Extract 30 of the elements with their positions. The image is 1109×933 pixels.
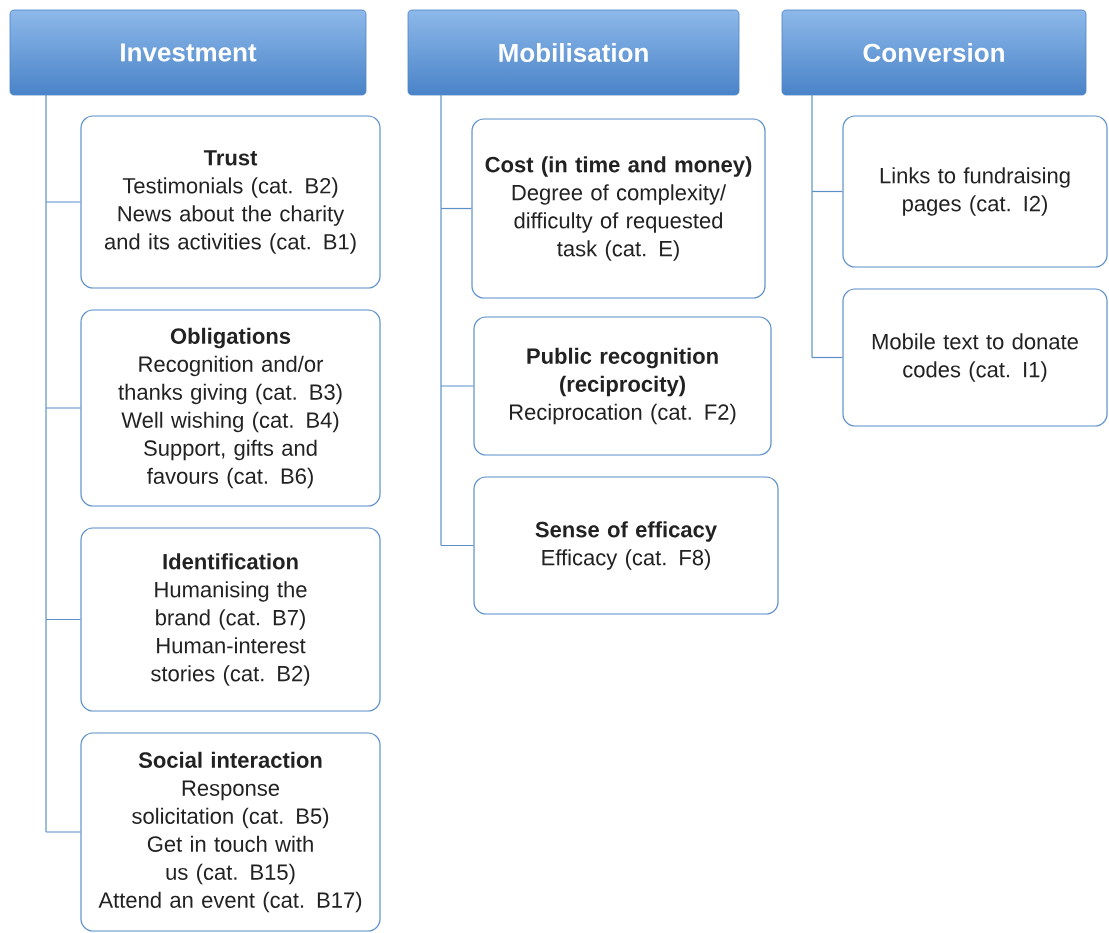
connector-line — [45, 407, 81, 409]
connector-line — [45, 831, 81, 833]
category-header: Mobilisation — [407, 9, 740, 96]
factor-box: Cost (in time and money) Degree of complexity/ difficulty of requested task (cat. E) — [471, 118, 766, 299]
connector-line — [440, 544, 474, 547]
factor-box: Public recognition (reciprocity) Reciprocation (cat. F2) — [473, 316, 772, 456]
connector-trunk — [45, 618, 47, 833]
connector-trunk — [45, 201, 47, 409]
connector-trunk — [45, 407, 47, 621]
connector-trunk — [440, 207, 442, 387]
connector-line — [440, 207, 472, 210]
connector-trunk — [811, 190, 813, 359]
connector-trunk — [811, 94, 813, 193]
factor-box: Mobile text to donate codes (cat. I1) — [842, 288, 1108, 427]
connector-line — [811, 356, 843, 359]
connector-line — [440, 385, 475, 387]
factor-box: Trust Testimonials (cat. B2) News about the charity and its activities (cat. B1) — [80, 115, 381, 289]
factor-box: Sense of efficacy Efficacy (cat. F8) — [473, 476, 779, 615]
category-header: Investment — [9, 9, 367, 96]
category-header: Conversion — [781, 9, 1087, 96]
connector-trunk — [440, 94, 442, 210]
factor-box: Identification Humanising the brand (cat. B7) Human-interest stories (cat. B2) — [80, 527, 381, 712]
connector-trunk — [45, 94, 47, 203]
connector-line — [45, 618, 81, 621]
connector-line — [45, 201, 81, 203]
factor-box: Social interaction Response solicitation (cat. B5) Get in touch with us (cat. B15) Attend an event (cat. B17) — [80, 732, 381, 932]
factor-box: Obligations Recognition and/or thanks giving (cat. B3) Well wishing (cat. B4) Support, gifts and favours (cat. B6) — [80, 309, 381, 507]
factor-box: Links to fundraising pages (cat. I2) — [842, 115, 1108, 268]
connector-trunk — [440, 385, 442, 547]
connector-line — [811, 190, 843, 193]
